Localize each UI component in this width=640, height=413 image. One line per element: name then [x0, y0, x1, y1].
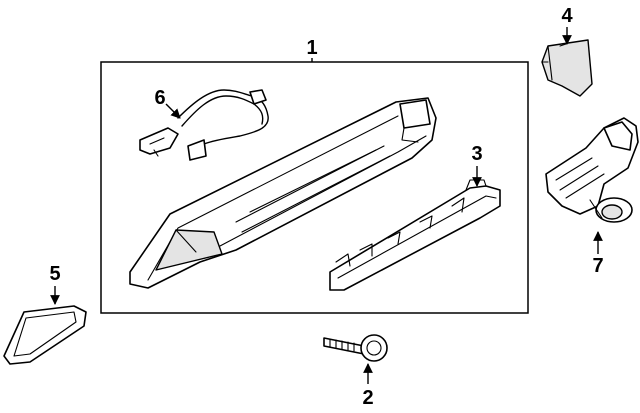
- screw-part: [323, 334, 388, 362]
- lamp-housing-part: [129, 97, 437, 289]
- callout-5: 5: [49, 263, 60, 285]
- callout-7: 7: [592, 255, 603, 277]
- assembly-frame: [100, 61, 529, 314]
- bulb-socket-part: [545, 117, 639, 223]
- callout-2: 2: [362, 387, 373, 409]
- wiring-harness-part: [139, 89, 269, 161]
- leader-6: [165, 103, 181, 119]
- cover-cap-part: [541, 39, 593, 97]
- callout-4: 4: [561, 5, 573, 27]
- reflector-pad-part: [3, 305, 87, 365]
- callout-3: 3: [471, 143, 482, 165]
- callout-6: 6: [154, 87, 165, 109]
- callout-1: 1: [306, 37, 317, 59]
- lens-strip-part: [329, 179, 501, 291]
